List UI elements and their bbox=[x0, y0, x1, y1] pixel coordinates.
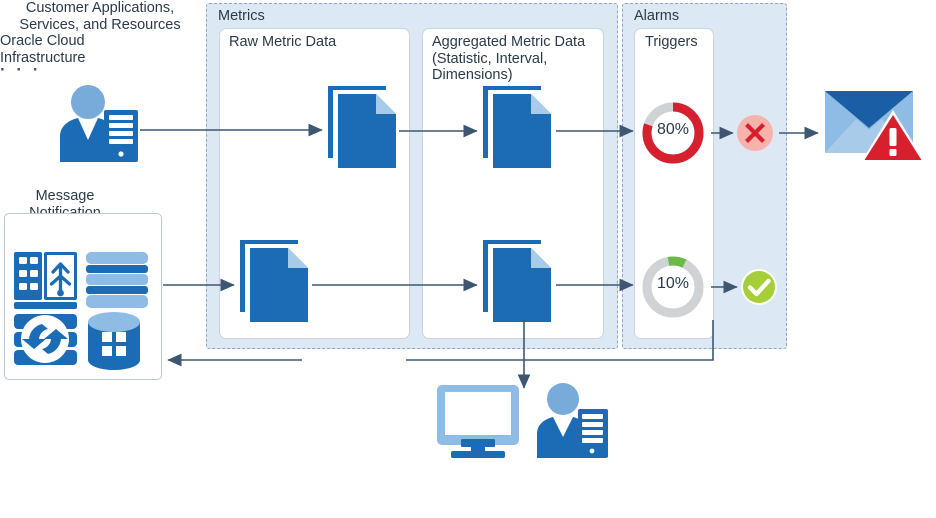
alarm-ok-icon bbox=[739, 267, 779, 307]
metrics-group-title: Metrics bbox=[218, 8, 265, 24]
oracle-cloud-infrastructure-console-icon bbox=[437, 385, 519, 461]
raw-metric-documents-bottom bbox=[240, 240, 320, 324]
aggregated-metric-documents-top-text: CPU.85 bbox=[0, 113, 53, 130]
gauge-arc-low bbox=[642, 256, 704, 318]
aggregated-metric-documents-bottom bbox=[483, 240, 563, 324]
aggregated-metric-panel-title: Aggregated Metric Data (Statistic, Inter… bbox=[432, 34, 586, 83]
autoscaling-label-bg bbox=[302, 351, 406, 369]
oci-ellipsis: · · · bbox=[0, 60, 42, 79]
raw-metric-documents-top bbox=[328, 86, 408, 170]
customer-applications-icon bbox=[56, 84, 146, 164]
aggregated-metric-documents-top bbox=[483, 86, 563, 170]
raw-metric-panel-title: Raw Metric Data bbox=[229, 34, 337, 50]
raw-metric-documents-bottom-text: CPU.70 CPU.60 bbox=[0, 132, 53, 168]
alarm-gauge-high: 80% bbox=[638, 98, 708, 168]
alarm-firing-icon bbox=[735, 113, 775, 153]
customer-monitoring-tools-icon bbox=[534, 382, 610, 460]
storage-stack-icon bbox=[86, 252, 148, 308]
message-notification-icon bbox=[823, 86, 927, 164]
customer-applications-label: Customer Applications, Services, and Res… bbox=[19, 0, 181, 33]
oci-icon-grid bbox=[12, 250, 152, 372]
database-icon bbox=[88, 312, 140, 370]
aggregated-metric-documents-bottom-text: CPU.75 bbox=[0, 170, 53, 187]
raw-metric-documents-top-text: CPU.80 CPU.90 bbox=[0, 75, 53, 111]
alarm-gauge-low: 10% bbox=[638, 252, 708, 322]
gauge-arc-high bbox=[642, 102, 704, 164]
compute-network-icon bbox=[14, 252, 77, 309]
oracle-cloud-infrastructure-label: Oracle Cloud Infrastructure bbox=[0, 33, 86, 66]
alarm-gauge-high-value: 80% bbox=[656, 121, 690, 138]
alarms-group-title: Alarms bbox=[634, 8, 680, 24]
alarm-gauge-low-value: 10% bbox=[656, 275, 690, 292]
load-balancer-icon bbox=[14, 314, 77, 365]
triggers-panel-title: Triggers bbox=[645, 34, 698, 50]
